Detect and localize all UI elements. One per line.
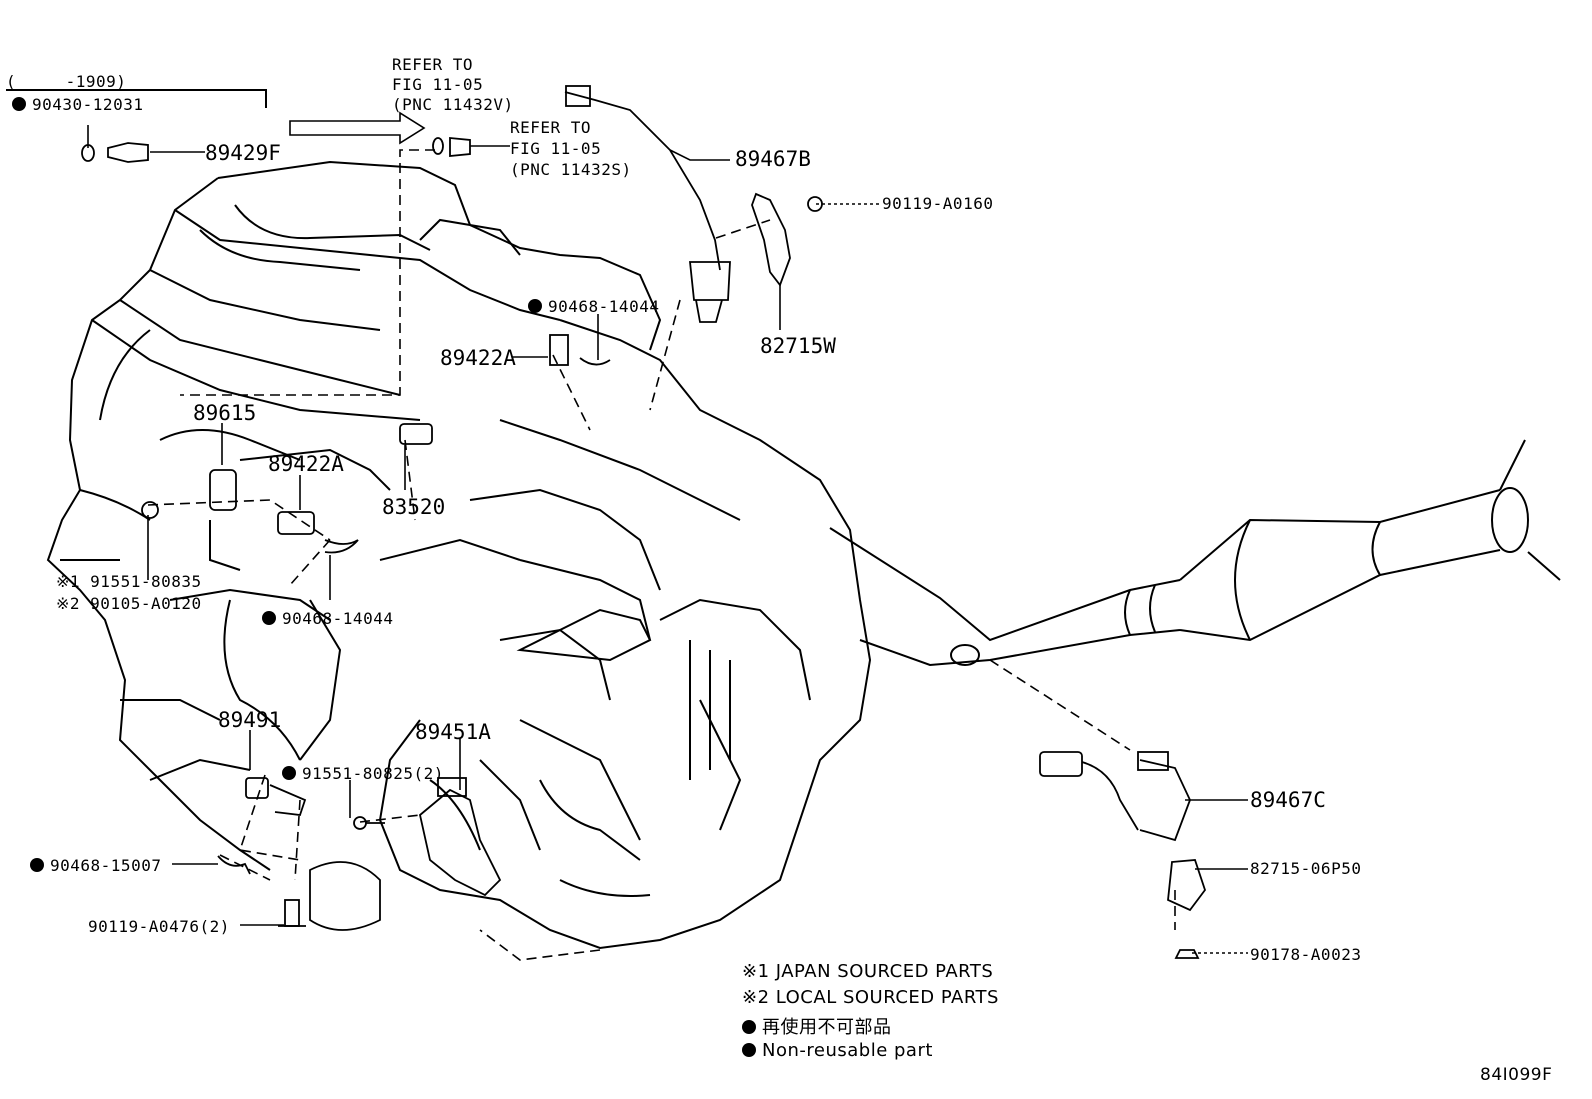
- part-label-90119-A0160[interactable]: 90119-A0160: [882, 194, 994, 213]
- note-japan-sourced: ※1 JAPAN SOURCED PARTS: [742, 961, 994, 982]
- part-label-90105-A0120[interactable]: ※2 90105-A0120: [56, 594, 202, 613]
- part-label-82715W[interactable]: 82715W: [760, 334, 836, 358]
- part-label-89467B[interactable]: 89467B: [735, 147, 811, 171]
- note-non-reusable: Non-reusable part: [742, 1040, 933, 1061]
- part-label-91551-80825[interactable]: 91551-80825(2): [282, 764, 444, 783]
- refer-to-note-2[interactable]: REFER TO FIG 11-05 (PNC 11432S): [510, 117, 632, 180]
- non-reusable-dot-icon: [262, 611, 276, 625]
- figure-code: 84I099F: [1480, 1065, 1553, 1085]
- part-label-89422A-mid[interactable]: 89422A: [268, 452, 344, 476]
- non-reusable-dot-icon: [12, 97, 26, 111]
- part-label-90119-A0476[interactable]: 90119-A0476(2): [88, 917, 230, 936]
- part-label-89451A[interactable]: 89451A: [415, 720, 491, 744]
- part-label-89615[interactable]: 89615: [193, 401, 257, 425]
- part-label-90430-12031[interactable]: 90430-12031: [12, 95, 143, 114]
- refer-line: FIG 11-05: [510, 139, 602, 158]
- component-shapes: [81, 85, 1207, 959]
- engine-outline: [46, 160, 662, 871]
- refer-arrow: [289, 111, 426, 145]
- transmission-outline: [378, 319, 872, 950]
- non-reusable-dot-icon: [30, 858, 44, 872]
- note-jp-non-reusable: 再使用不可部品: [742, 1013, 892, 1039]
- non-reusable-dot-icon: [528, 299, 542, 313]
- non-reusable-dot-icon: [742, 1020, 756, 1034]
- part-label-90468-15007[interactable]: 90468-15007: [30, 856, 161, 875]
- part-label-83520[interactable]: 83520: [382, 495, 446, 519]
- non-reusable-dot-icon: [282, 766, 296, 780]
- range-note: ( -1909): [6, 72, 127, 91]
- part-label-82715-06P50[interactable]: 82715-06P50: [1250, 859, 1362, 878]
- refer-line: REFER TO: [392, 55, 474, 74]
- part-label-90178-A0023[interactable]: 90178-A0023: [1250, 945, 1362, 964]
- part-label-91551-80835[interactable]: ※1 91551-80835: [56, 572, 202, 591]
- leader-lines-dashed: [147, 149, 1176, 961]
- note-local-sourced: ※2 LOCAL SOURCED PARTS: [742, 987, 999, 1008]
- leader-lines-solid: [87, 125, 1248, 954]
- exhaust-pipe: [829, 439, 1561, 667]
- refer-to-note-1[interactable]: REFER TO FIG 11-05 (PNC 11432V): [392, 55, 514, 115]
- part-label-90468-14044-mid[interactable]: 90468-14044: [262, 609, 393, 628]
- range-bracket: [6, 89, 267, 108]
- refer-line: FIG 11-05: [392, 75, 484, 94]
- refer-line: REFER TO: [510, 118, 592, 137]
- refer-line: (PNC 11432V): [392, 95, 514, 114]
- part-label-89491[interactable]: 89491: [218, 708, 282, 732]
- part-label-89429F[interactable]: 89429F: [205, 141, 281, 165]
- part-label-89467C[interactable]: 89467C: [1250, 788, 1326, 812]
- part-label-90468-14044-top[interactable]: 90468-14044: [528, 297, 659, 316]
- non-reusable-dot-icon: [742, 1043, 756, 1057]
- refer-line: (PNC 11432S): [510, 160, 632, 179]
- part-label-89422A-top[interactable]: 89422A: [440, 346, 516, 370]
